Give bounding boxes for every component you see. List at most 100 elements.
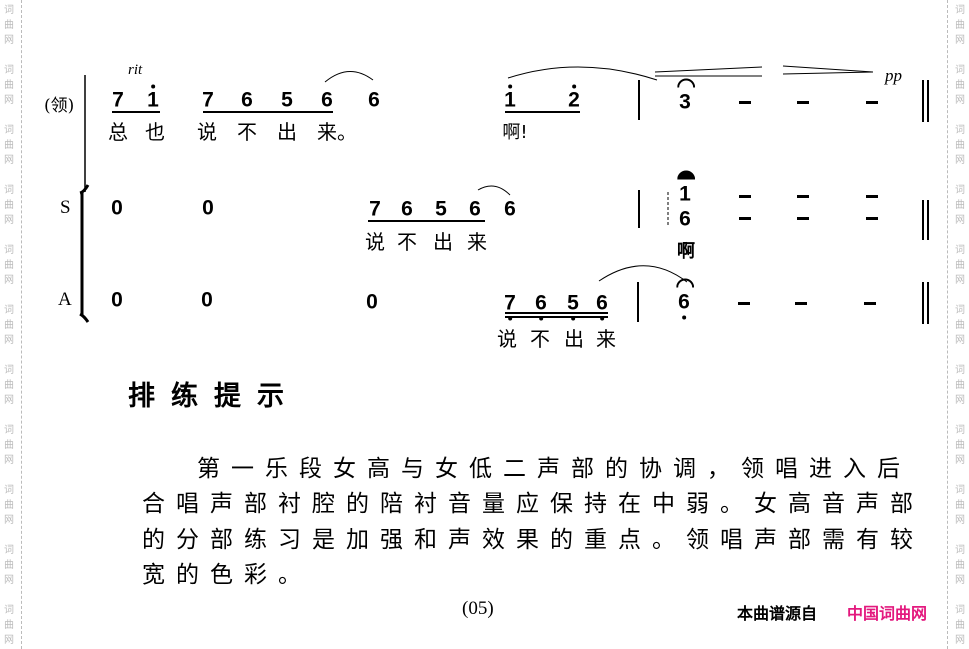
lyric: 说 xyxy=(197,120,217,144)
watermark-text: 词 曲 网 xyxy=(4,65,14,106)
watermark-text: 词 曲 网 xyxy=(4,545,14,586)
lyric: 说 xyxy=(365,230,385,254)
watermark-text: 词 曲 网 xyxy=(4,245,14,286)
note: 7 xyxy=(369,197,381,221)
tips-line: 宽的色彩。 xyxy=(142,562,312,588)
underline xyxy=(505,111,580,113)
underline xyxy=(368,220,485,222)
note: 5 xyxy=(281,88,293,112)
note: 6 xyxy=(368,88,380,112)
watermark-text: 词 曲 网 xyxy=(4,125,14,166)
final-barlines xyxy=(922,80,929,324)
right-margin-line xyxy=(947,0,948,649)
barline xyxy=(638,190,640,228)
note: 5 xyxy=(435,197,447,221)
tie-lead-1 xyxy=(324,71,374,83)
note: 7 xyxy=(112,88,124,112)
watermark-text: 词 曲 网 xyxy=(955,125,965,166)
watermark-text: 词 曲 网 xyxy=(955,545,965,586)
lyric: 不 xyxy=(530,327,550,351)
rest-dash xyxy=(866,217,878,220)
barline xyxy=(637,282,639,322)
note: 6 xyxy=(596,291,608,321)
watermark-text: 词 曲 网 xyxy=(4,605,14,646)
tips-line: 第一乐段女高与女低二声部的协调，领唱进入后 xyxy=(197,456,911,482)
lyric: 来 xyxy=(467,230,487,254)
lead-label: (领) xyxy=(44,96,75,116)
watermark-text: 词 曲 网 xyxy=(4,5,14,46)
page-number: (05) xyxy=(462,598,494,619)
watermark-text: 词 曲 网 xyxy=(955,185,965,226)
alto-label: A xyxy=(58,289,72,310)
lyric: 总 xyxy=(108,120,128,144)
watermark-text: 词 曲 网 xyxy=(955,365,965,406)
soprano-label: S xyxy=(60,197,71,218)
hairpin-2 xyxy=(782,65,874,75)
watermark-text: 词 曲 网 xyxy=(955,5,965,46)
tie-lead-2 xyxy=(507,66,658,81)
rest-dash xyxy=(797,101,809,104)
note: 6 xyxy=(241,88,253,112)
note: 1 xyxy=(504,84,516,112)
watermark-text: 词 曲 网 xyxy=(4,305,14,346)
note: 6 xyxy=(679,207,691,231)
rest-dash xyxy=(797,217,809,220)
lyric: 不 xyxy=(237,120,257,144)
hairpin-1 xyxy=(654,66,763,77)
source-site-link[interactable]: 中国词曲网 xyxy=(847,604,928,623)
note: 0 xyxy=(111,288,123,312)
underline xyxy=(505,316,608,318)
note: 7 xyxy=(202,88,214,112)
underline xyxy=(203,111,333,113)
watermark-text: 词 曲 网 xyxy=(4,365,14,406)
note: 0 xyxy=(366,290,378,314)
dynamic-mark: pp xyxy=(885,66,902,85)
lyric: 出 xyxy=(433,230,453,254)
watermark-text: 词 曲 网 xyxy=(955,305,965,346)
lyric: 啊! xyxy=(502,122,528,143)
lyric: 也 xyxy=(145,120,165,144)
watermark-text: 词 曲 网 xyxy=(4,425,14,466)
note: 6 xyxy=(504,197,516,221)
note-fermata: 1 xyxy=(677,170,695,206)
lyric: 啊 xyxy=(677,241,695,262)
note: 6 xyxy=(469,197,481,221)
rest-dash xyxy=(739,217,751,220)
note-fermata: 3 xyxy=(677,78,695,114)
watermark-text: 词 曲 网 xyxy=(955,425,965,466)
lyric: 说 xyxy=(497,327,517,351)
watermark-text: 词 曲 网 xyxy=(955,245,965,286)
tie-alto xyxy=(598,265,688,283)
rest-dash xyxy=(739,101,751,104)
note: 1 xyxy=(147,84,159,112)
tie-soprano xyxy=(477,185,511,196)
note: 0 xyxy=(111,196,123,220)
lyric: 出 xyxy=(564,327,584,351)
note: 7 xyxy=(504,291,516,321)
rest-dash xyxy=(866,195,878,198)
lyric: 出 xyxy=(277,120,297,144)
tips-line: 的分部练习是加强和声效果的重点。领唱声部需有较 xyxy=(142,527,924,553)
watermark-text: 词 曲 网 xyxy=(4,485,14,526)
note: 0 xyxy=(202,196,214,220)
source-label: 本曲谱源自 xyxy=(737,604,818,623)
watermark-text: 词 曲 网 xyxy=(4,185,14,226)
note-fermata: 6 xyxy=(676,278,694,320)
watermark-text: 词 曲 网 xyxy=(955,605,965,646)
lyric: 来 xyxy=(596,327,616,351)
note: 5 xyxy=(567,291,579,321)
note: 6 xyxy=(535,291,547,321)
lyric: 来。 xyxy=(317,120,357,144)
tips-line: 合唱声部衬腔的陪衬音量应保持在中弱。女高音声部 xyxy=(142,491,924,517)
underline xyxy=(112,111,160,113)
tips-heading: 排练提示 xyxy=(128,381,300,412)
rest-dash xyxy=(739,195,751,198)
watermark-text: 词 曲 网 xyxy=(955,485,965,526)
note: 6 xyxy=(401,197,413,221)
tempo-mark: rit xyxy=(128,62,143,78)
watermark-text: 词 曲 网 xyxy=(955,65,965,106)
rest-dash xyxy=(864,302,876,305)
rest-dash xyxy=(866,101,878,104)
